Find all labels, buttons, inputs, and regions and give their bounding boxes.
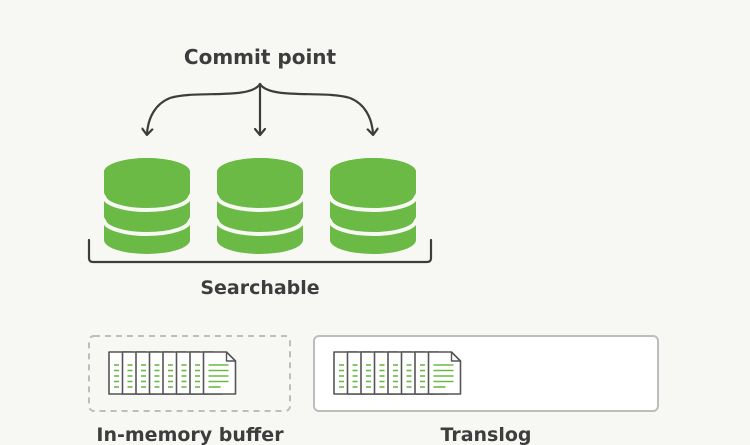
in-memory-buffer-box [88,335,291,412]
database-icon [328,158,418,254]
searchable-label: Searchable [200,277,319,299]
database-icon [215,158,305,254]
arrow-right [258,82,373,134]
buffer-documents [108,351,237,395]
arrow-left [147,82,262,134]
commit-point-label: Commit point [184,45,337,69]
translog-label: Translog [440,424,531,445]
segments-group [102,158,418,254]
commit-arrows [147,82,373,134]
database-icon [102,158,192,254]
searchable-bracket [87,238,433,264]
document-icon [202,351,237,395]
in-memory-buffer-label: In-memory buffer [96,424,284,445]
translog-documents [333,351,462,395]
document-icon [427,351,462,395]
